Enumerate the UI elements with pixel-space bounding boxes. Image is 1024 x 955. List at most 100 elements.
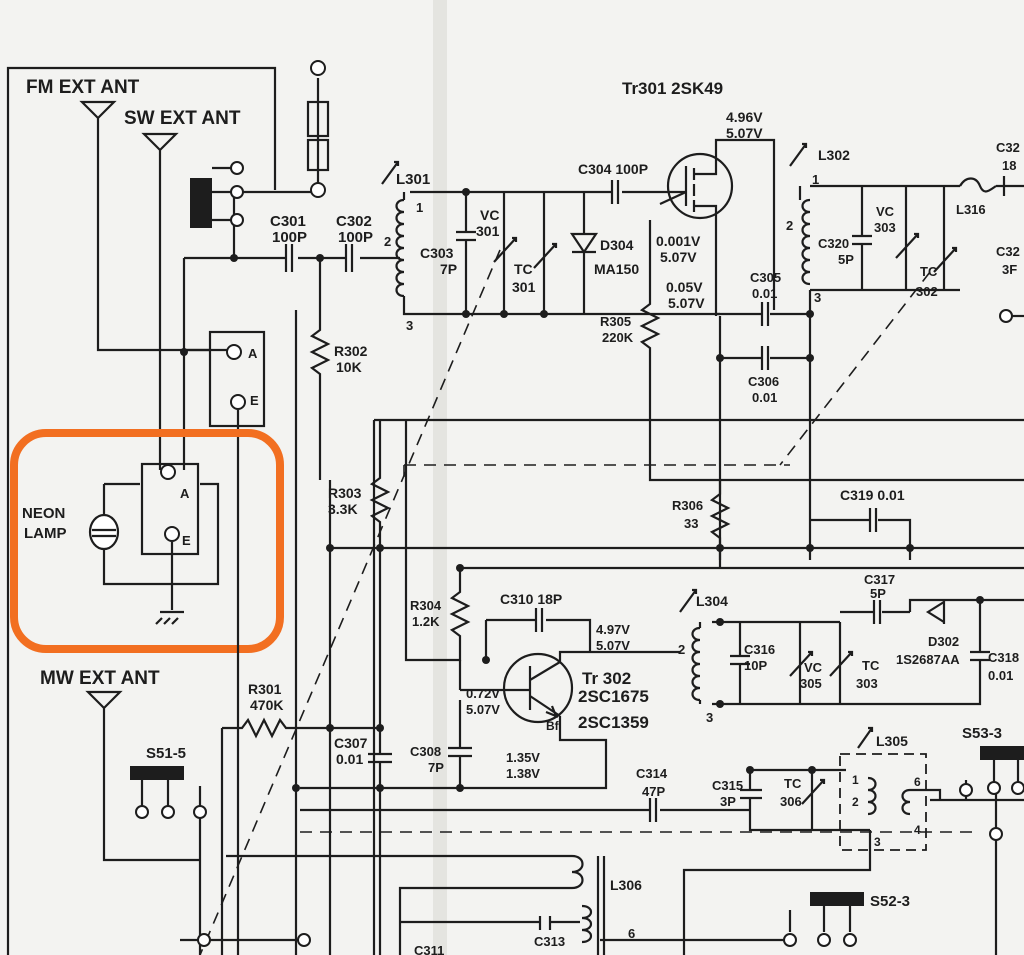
c311-label: C311 [414,943,444,955]
lamp-label: LAMP [24,525,67,542]
l305-pin1: 1 [852,773,859,787]
fm-ext-ant-label: FM EXT ANT [26,77,140,98]
r305-resistor [639,220,720,482]
c307-label: C307 [334,735,368,751]
mw-ext-ant-label: MW EXT ANT [40,668,160,689]
l302-coil [789,142,1024,323]
tr301-fet [659,138,776,316]
left-vertical-rails [236,310,332,955]
terminal-a-upper: A [248,346,258,361]
neon-lamp-ae-terminal [88,462,220,625]
d302-value: 1S2687AA [896,652,960,667]
fm-antenna-symbol [79,100,210,352]
l305-pin4: 4 [914,823,921,837]
junction-nodes [292,544,984,792]
c306-label: C306 [748,374,779,389]
terminal-a-lower: A [180,486,190,501]
l305-pin2: 2 [852,795,859,809]
tc306-num: 306 [780,794,802,809]
l304-pin2: 2 [678,642,685,657]
c316-value: 10P [744,658,767,673]
tr301-drain-v1: 4.96V [726,109,763,125]
l301-label: L301 [396,171,430,188]
vc303-label: VC [876,204,895,219]
s52-switch [600,892,864,947]
tc302-label: TC [920,264,938,279]
tr302-base-v1: 0.72V [466,686,500,701]
c301-c302-input-line [182,244,400,470]
antenna-frame [6,66,277,955]
ae-terminal-upper [180,330,266,600]
tc303-label: TC [862,658,880,673]
vc305-label: VC [804,660,823,675]
tc301-num: 301 [512,279,536,295]
c320-label: C320 [818,236,849,251]
tr302-base-v2: 5.07V [466,702,500,717]
c314-label: C314 [636,766,668,781]
c307-value: 0.01 [336,751,363,767]
neon-label: NEON [22,505,65,522]
tr301-label: Tr301 2SK49 [622,79,723,98]
l302-label: L302 [818,147,850,163]
c308-label: C308 [410,744,441,759]
c302-value: 100P [338,229,373,246]
pin6-bottom: 6 [628,926,635,941]
l301-pin2: 2 [384,234,391,249]
vc301-label: VC [480,207,499,223]
s52-label: S52-3 [870,893,910,910]
s51-label: S51-5 [146,745,186,762]
c308-capacitor [448,700,472,788]
d302-label: D302 [928,634,959,649]
c315-label: C315 [712,778,743,793]
c32x-value: 18 [1002,158,1016,173]
c32x-label: C32 [996,140,1020,155]
c317-value: 5P [870,586,886,601]
l306-coil [180,854,606,955]
l304-pin3: 3 [706,710,713,725]
r301-value: 470K [250,697,283,713]
c319-label: C319 0.01 [840,487,905,503]
s53-switch [980,746,1024,955]
c32y-value: 3F [1002,262,1017,277]
vc303-num: 303 [874,220,896,235]
l305-pin6: 6 [914,775,921,789]
tc301-label: TC [514,261,533,277]
l302-pin1: 1 [812,172,819,187]
tr302-emitter-v2: 1.38V [506,766,540,781]
c310-label: C310 18P [500,591,562,607]
tr302-transistor [300,650,680,790]
tr302-emitter-v1: 1.35V [506,750,540,765]
r304-label: R304 [410,598,442,613]
tr301-source-v2: 5.07V [668,295,705,311]
tr302-part-b: 2SC1359 [578,713,649,732]
bf-label: Bf [546,719,560,733]
l304-coil [679,588,1024,706]
c315-value: 3P [720,794,736,809]
c32y-label: C32 [996,244,1020,259]
l302-pin2: 2 [786,218,793,233]
r302-value: 10K [336,359,362,375]
l305-oscillator-block [300,726,1024,955]
r306-value: 33 [684,516,698,531]
tr301-gate-v1: 0.001V [656,233,701,249]
vc301-num: 301 [476,223,500,239]
tr302-part-a: 2SC1675 [578,687,649,706]
c302-label: C302 [336,213,372,230]
vc305-num: 305 [800,676,822,691]
c304-label: C304 100P [578,161,648,177]
c306-value: 0.01 [752,390,777,405]
tr302-collector-v1: 4.97V [596,622,630,637]
tr301-drain-v2: 5.07V [726,125,763,141]
l305-label: L305 [876,733,908,749]
l305-pin3: 3 [874,835,881,849]
c317-label: C317 [864,572,895,587]
c301-label: C301 [270,213,306,230]
c313-label: C313 [534,934,565,949]
tr302-label: Tr 302 [582,669,631,688]
c320-value: 5P [838,252,854,267]
l316-label: L316 [956,202,986,217]
tr301-source-v1: 0.05V [666,279,703,295]
c305-c306-caps [716,290,814,560]
d304-label: D304 [600,237,634,253]
